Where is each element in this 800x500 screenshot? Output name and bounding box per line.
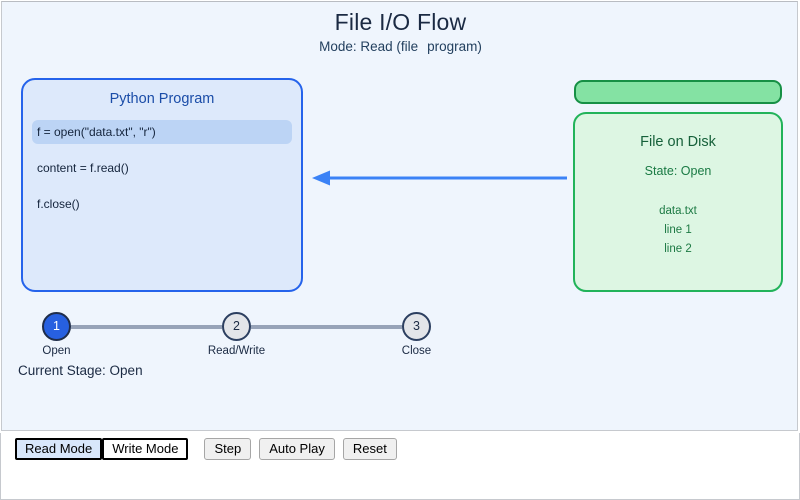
data-flow-arrow [312, 165, 567, 191]
auto-play-button[interactable]: Auto Play [259, 438, 335, 460]
step-label: Close [401, 345, 432, 357]
page-title: File I/O Flow [334, 9, 467, 35]
python-program-title: Python Program [109, 91, 215, 107]
mode-subtitle-suffix: program) [427, 39, 482, 54]
file-on-disk-panel: File on Disk State: Open data.txt line 1… [573, 112, 783, 292]
step-label: Read/Write [207, 345, 266, 357]
mode-subtitle-prefix: Mode: Read (file [319, 39, 419, 54]
file-state-label: State: Open [644, 164, 712, 178]
write-mode-button[interactable]: Write Mode [102, 438, 189, 460]
mode-subtitle: Mode: Read (file program) [2, 39, 797, 54]
code-line-active: f = open("data.txt", "r") [32, 120, 292, 144]
step-connector [71, 325, 222, 329]
code-line: f.close() [37, 197, 80, 211]
arrow-head-left-icon [312, 170, 330, 186]
file-line: line 1 [664, 224, 692, 236]
file-line: line 2 [664, 243, 692, 255]
disk-cap-decoration [574, 80, 782, 104]
flow-arrow-svg [312, 170, 567, 186]
file-name: data.txt [659, 205, 697, 217]
action-button-group: Step Auto Play Reset [204, 438, 404, 460]
step-button[interactable]: Step [204, 438, 252, 460]
step-connector [251, 325, 402, 329]
step-label: Open [42, 345, 71, 357]
file-line-list: line 1 line 2 [575, 221, 781, 259]
read-mode-button[interactable]: Read Mode [15, 438, 103, 460]
code-line: content = f.read() [37, 161, 129, 175]
python-program-panel: Python Program f = open("data.txt", "r")… [21, 78, 303, 292]
step-node-close[interactable]: 3 [402, 312, 431, 341]
code-line-list: f = open("data.txt", "r") content = f.rea… [23, 120, 301, 228]
file-on-disk-title: File on Disk [640, 134, 716, 150]
step-node-read-write[interactable]: 2 [222, 312, 251, 341]
file-contents: data.txt line 1 line 2 [575, 202, 781, 259]
reset-button[interactable]: Reset [342, 438, 397, 460]
diagram-stage: File I/O Flow Mode: Read (file program) P… [1, 1, 798, 431]
current-stage-text: Current Stage: Open [18, 363, 143, 378]
step-node-open[interactable]: 1 [42, 312, 71, 341]
